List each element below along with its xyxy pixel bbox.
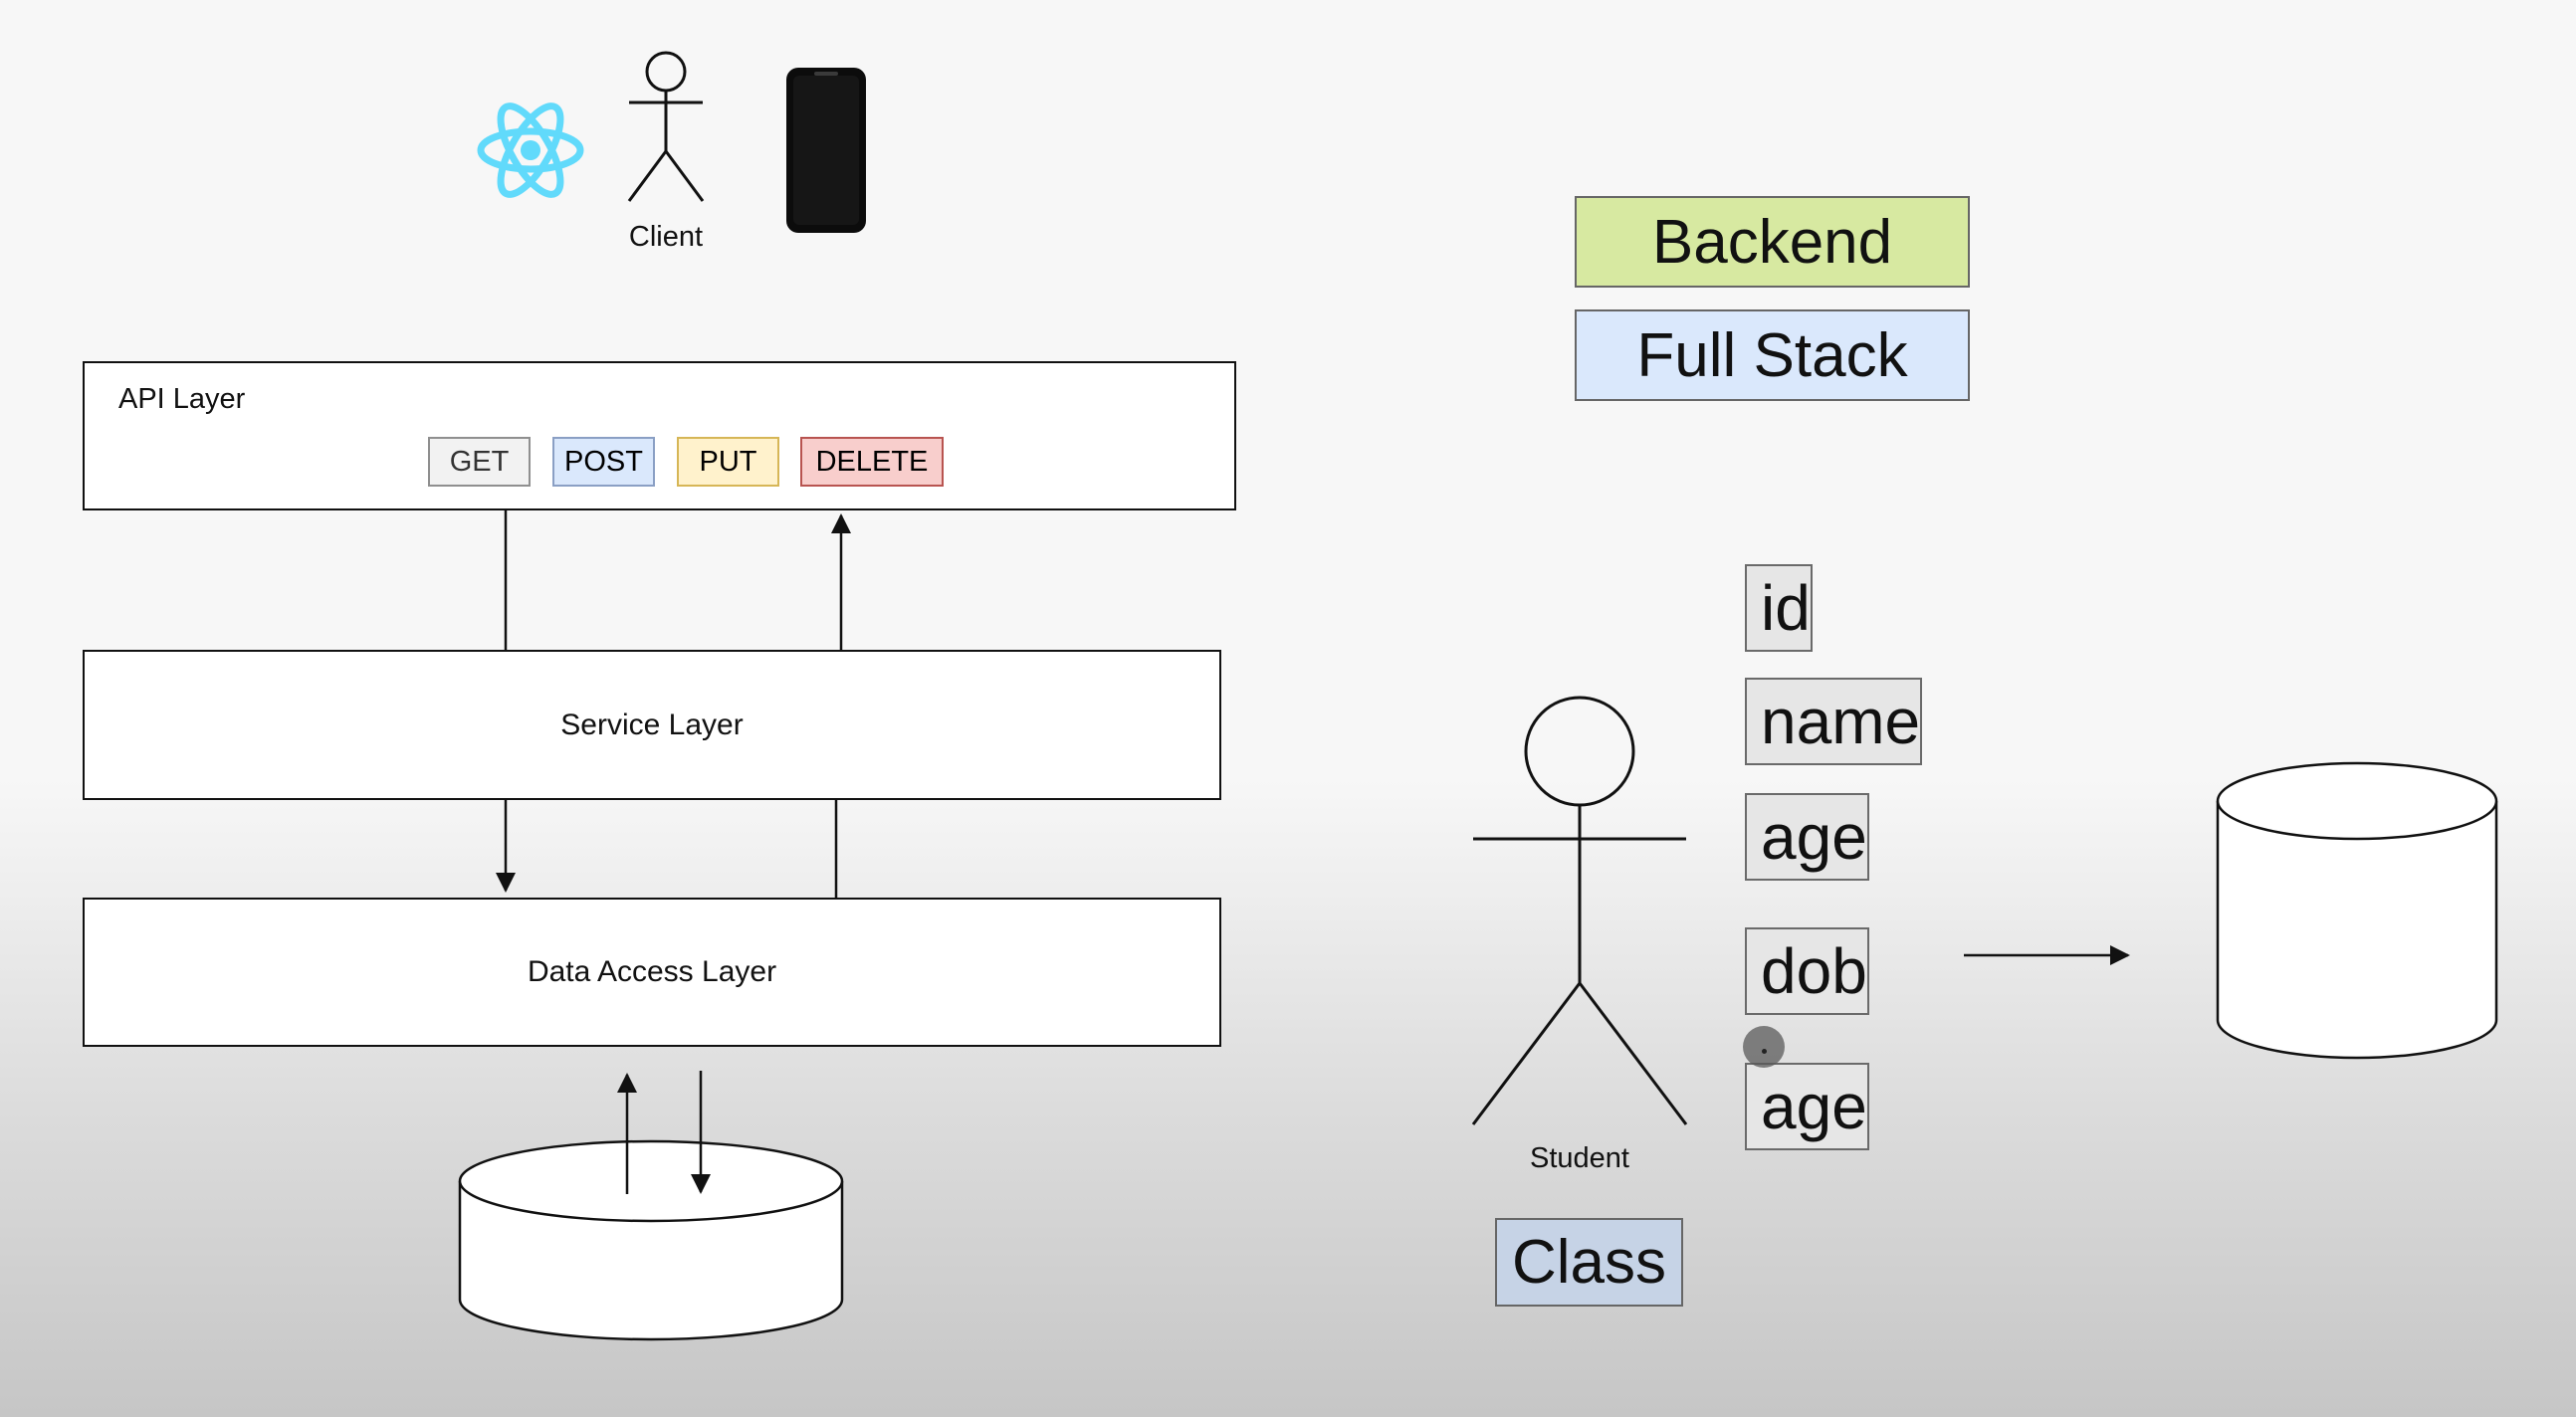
react-atom-icon — [477, 102, 584, 198]
method-badge-post: POST — [552, 437, 655, 487]
field-id: id — [1745, 564, 1813, 652]
field-dob: dob — [1745, 927, 1869, 1015]
api-layer-title: API Layer — [118, 383, 246, 415]
student-figure-icon — [1471, 696, 1688, 1125]
field-age-duplicate: age — [1745, 1063, 1869, 1150]
client-figure-icon — [627, 51, 705, 202]
student-label: Student — [1530, 1142, 1629, 1174]
database-cylinder-right — [2216, 761, 2498, 1060]
method-badge-delete: DELETE — [800, 437, 944, 487]
database-cylinder-left — [458, 1139, 844, 1341]
service-layer-box: Service Layer — [83, 650, 1221, 800]
mouse-cursor-highlight — [1743, 1026, 1785, 1068]
field-name: name — [1745, 678, 1923, 765]
method-badge-get: GET — [428, 437, 531, 487]
api-layer-box: API Layer GET POST PUT DELETE — [83, 361, 1236, 510]
smartphone-icon — [786, 68, 866, 233]
service-layer-title: Service Layer — [560, 708, 744, 741]
client-label: Client — [628, 221, 704, 253]
data-access-layer-box: Data Access Layer — [83, 898, 1221, 1047]
data-access-layer-title: Data Access Layer — [527, 955, 777, 988]
backend-tag: Backend — [1575, 196, 1970, 288]
method-badge-put: PUT — [677, 437, 779, 487]
class-tag: Class — [1495, 1218, 1683, 1307]
field-age: age — [1745, 793, 1869, 881]
full-stack-tag: Full Stack — [1575, 309, 1970, 401]
